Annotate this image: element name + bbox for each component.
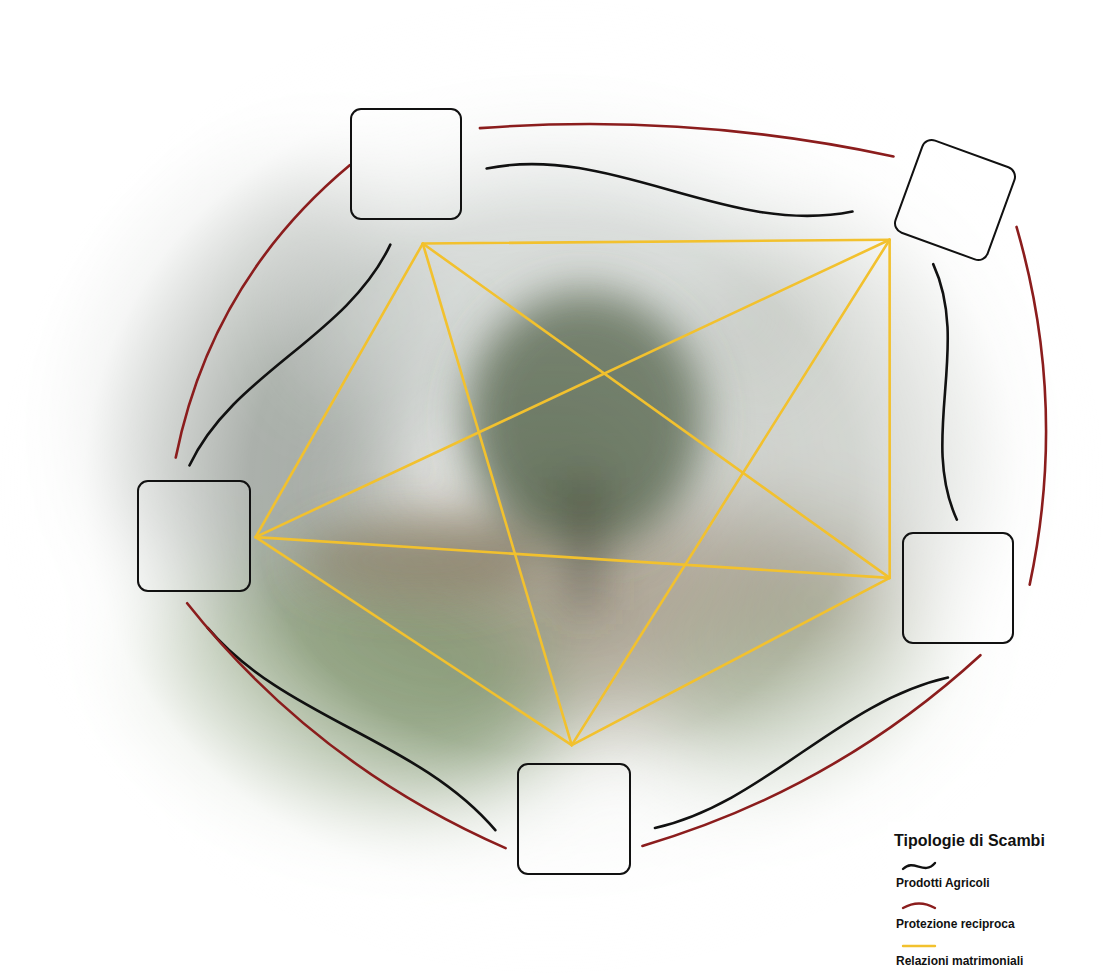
legend-sample [903, 863, 935, 869]
village-box [902, 532, 1014, 644]
exchange-connector [187, 603, 505, 848]
exchange-connector [480, 124, 894, 156]
legend-sample [903, 945, 935, 947]
legend-sample [903, 904, 935, 909]
legend-text: Relazioni matrimoniali [894, 954, 1025, 968]
exchange-connector [423, 240, 890, 244]
exchange-connector [256, 244, 423, 538]
exchange-connector [1017, 227, 1047, 585]
exchange-connector [208, 628, 496, 830]
exchange-connector [572, 578, 890, 745]
exchange-connector [642, 655, 980, 846]
village-box [137, 480, 251, 592]
legend-title: Tipologie di Scambi [892, 832, 1047, 850]
exchange-connector [423, 244, 572, 746]
exchange-connector [655, 678, 948, 828]
exchange-connector [423, 244, 890, 578]
legend-text: Prodotti Agricoli [894, 876, 992, 890]
exchange-connector [572, 240, 890, 745]
exchange-connector [888, 240, 891, 578]
exchange-connector [256, 537, 572, 745]
exchange-connector [256, 240, 890, 537]
exchange-connector [933, 264, 957, 520]
village-box [517, 763, 631, 875]
legend-text: Protezione reciproca [894, 917, 1017, 931]
exchange-connector [487, 164, 853, 216]
exchange-connector [256, 537, 890, 578]
exchange-connector [176, 165, 350, 457]
village-box [350, 108, 462, 220]
